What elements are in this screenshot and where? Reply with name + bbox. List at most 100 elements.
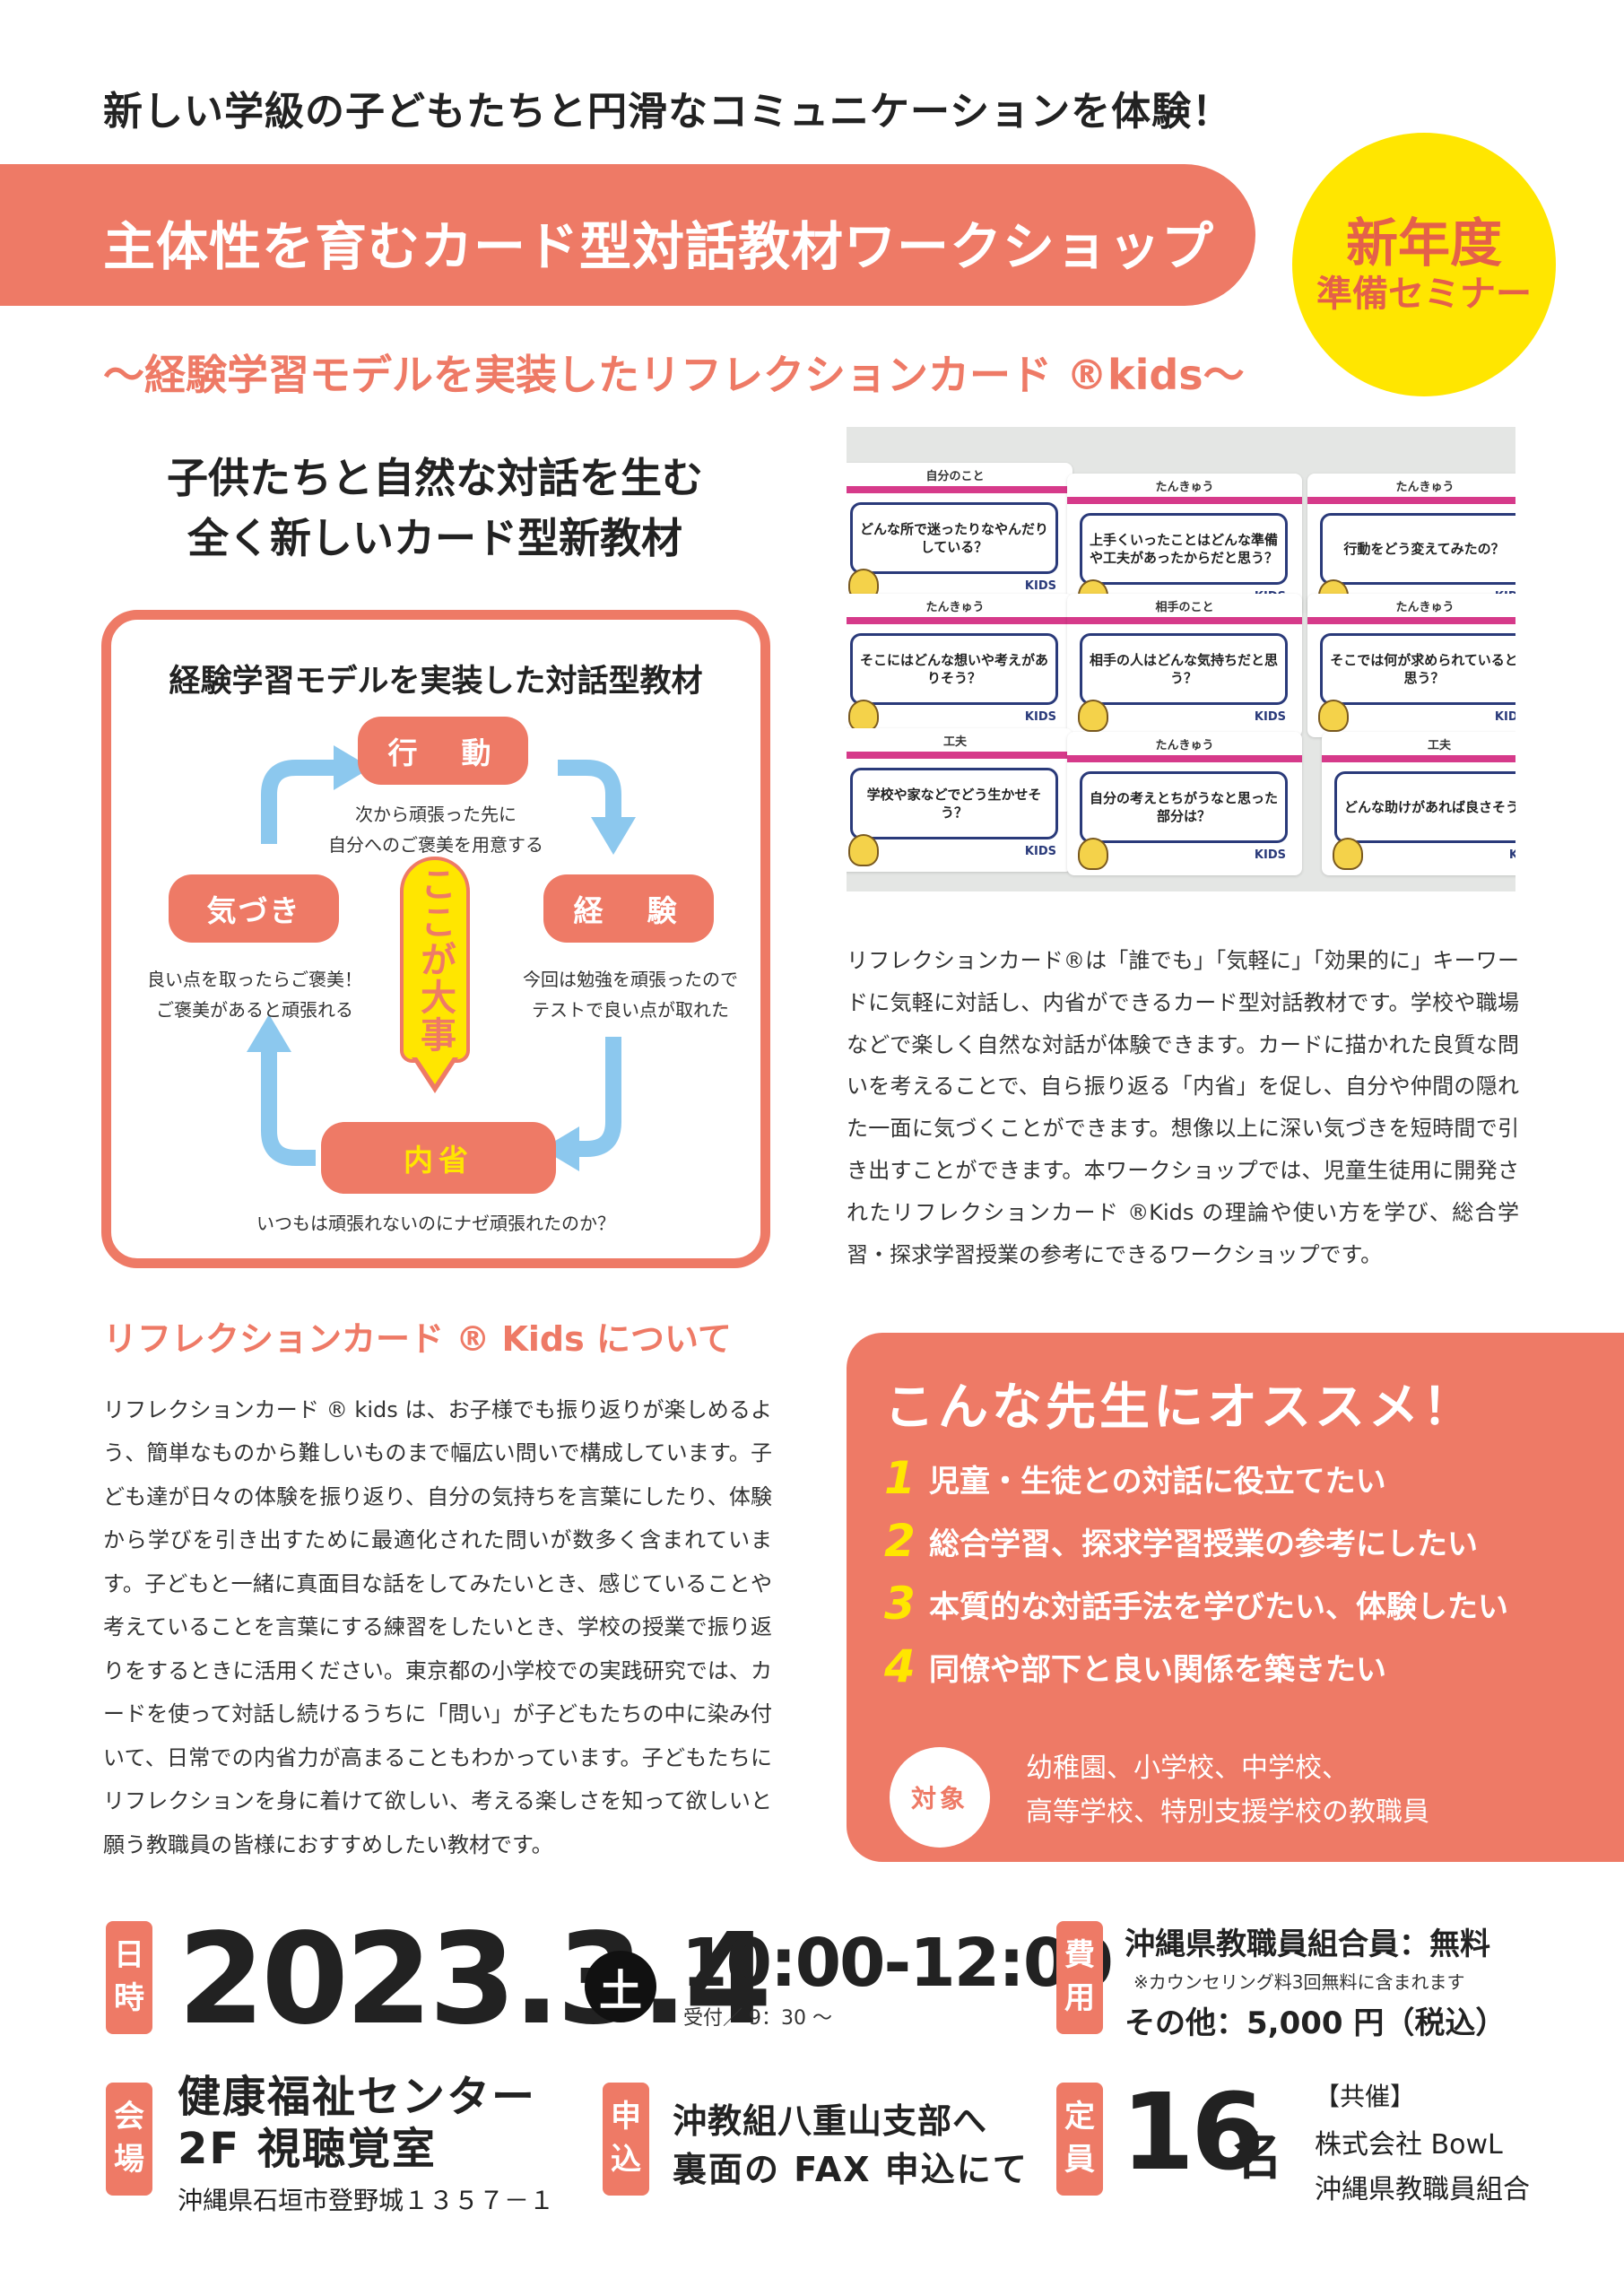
card-logo: KIDS xyxy=(1024,579,1056,593)
stage-experience: 経 験 xyxy=(543,874,714,943)
venue-label-char1: 会 xyxy=(114,2099,144,2135)
card-logo: KIDS xyxy=(1254,848,1286,862)
stage-action: 行 動 xyxy=(358,717,528,785)
card-question: 相手の人はどんな気持ちだと思う？ xyxy=(1080,633,1288,705)
seminar-badge: 新年度 準備セミナー xyxy=(1292,133,1556,396)
apply-line1: 沖教組八重山支部へ xyxy=(673,2101,988,2141)
card-logo: KIDS xyxy=(1494,710,1515,724)
day-of-week: 土 xyxy=(585,1951,656,2022)
badge-line2: 準備セミナー xyxy=(1316,274,1532,316)
capacity-label-char2: 員 xyxy=(1064,2142,1095,2178)
reception-time: 受付／ 9：30 〜 xyxy=(683,2007,832,2030)
venue-label: 会 場 xyxy=(106,2083,152,2196)
fee-member: 沖縄県教職員組合員：無料 xyxy=(1125,1926,1490,1962)
capacity-label: 定 員 xyxy=(1056,2083,1103,2196)
recommend-number: 1 xyxy=(884,1452,916,1504)
recommend-number: 2 xyxy=(884,1515,916,1567)
awareness-note: 良い点を取ったらご褒美！ ご褒美があると頑張れる xyxy=(129,964,380,1025)
photo-card: 自分のこと どんな所で迷ったりなやんだりしている？ KIDS xyxy=(847,463,1073,606)
badge-line1: 新年度 xyxy=(1345,212,1502,274)
capacity-label-char1: 定 xyxy=(1064,2099,1095,2135)
target-line2: 高等学校、特別支援学校の教職員 xyxy=(1026,1796,1429,1828)
recommend-text: 児童・生徒との対話に役立てたい xyxy=(929,1463,1386,1500)
title-band xyxy=(0,164,1255,306)
fee-other: その他：5,000 円（税込） xyxy=(1125,2005,1507,2041)
mascot-icon xyxy=(1318,700,1349,732)
tagline: 新しい学級の子どもたちと円滑なコミュニケーションを体験！ xyxy=(103,89,1233,135)
card-header: たんきゅう xyxy=(1395,481,1455,494)
card-header: 相手のこと xyxy=(1155,601,1214,614)
cycle-arrows xyxy=(247,745,636,1171)
card-question: そこでは何が求められていると思う？ xyxy=(1320,633,1515,705)
mascot-icon xyxy=(1078,838,1108,870)
recommend-item: 3 本質的な対話手法を学びたい、体験したい xyxy=(884,1575,1508,1632)
card-header: 工夫 xyxy=(942,735,967,749)
fee-label-char1: 費 xyxy=(1064,1937,1095,1974)
fee-label-char2: 用 xyxy=(1064,1980,1095,2016)
card-logo: KIDS xyxy=(1254,710,1286,724)
target-audience: 幼稚園、小学校、中学校、 高等学校、特別支援学校の教職員 xyxy=(1026,1747,1429,1834)
card-header: 工夫 xyxy=(1427,739,1451,752)
experience-note: 今回は勉強を頑張ったので テストで良い点が取れた xyxy=(509,964,751,1025)
venue-name: 健康福祉センター xyxy=(178,2072,537,2122)
lead-line1: 子供たちと自然な対話を生む xyxy=(167,454,703,502)
subtitle: 〜経験学習モデルを実装したリフレクションカード ®kids〜 xyxy=(103,351,1245,399)
key-point-arrow-inner xyxy=(417,1057,453,1084)
photo-card: たんきゅう 上手くいったことはどんな準備や工夫があったからだと思う？ KIDS xyxy=(1067,474,1302,617)
action-note-line1: 次から頑張った先に xyxy=(355,804,517,825)
card-header: たんきゅう xyxy=(925,601,985,614)
arrow-experience-to-reflection xyxy=(578,1037,621,1157)
kids-section-text: リフレクションカード ® kids は、お子様でも振り返りが楽しめるよう、簡単な… xyxy=(103,1397,772,1857)
mascot-icon xyxy=(1333,838,1363,870)
arrow-awareness-to-action xyxy=(261,760,335,844)
event-date: 2023.3.4 xyxy=(178,1907,772,2053)
recommendation-box: こんな先生にオススメ！ 1 児童・生徒との対話に役立てたい 2 総合学習、探求学… xyxy=(847,1333,1624,1862)
arrowhead-4 xyxy=(247,1014,291,1052)
action-note-line2: 自分へのご褒美を用意する xyxy=(328,834,543,856)
apply-label: 申 込 xyxy=(603,2083,649,2196)
about-description: リフレクションカード®は「誰でも」「気軽に」「効果的に」キーワードに気軽に対話し… xyxy=(847,948,1519,1267)
recommend-item: 2 総合学習、探求学習授業の参考にしたい xyxy=(884,1512,1478,1570)
photo-card: 工夫 どんな助けがあれば良さそう？ KIDS xyxy=(1322,732,1515,875)
venue-label-char2: 場 xyxy=(114,2142,144,2178)
capacity-unit: 名 xyxy=(1232,2128,1282,2187)
photo-card: たんきゅう 行動をどう変えてみたの？ KIDS xyxy=(1307,474,1515,617)
mascot-icon xyxy=(848,834,879,866)
sponsor-2: 沖縄県教職員組合 xyxy=(1315,2174,1530,2205)
card-question: 上手くいったことはどんな準備や工夫があったからだと思う？ xyxy=(1080,513,1288,585)
kids-section-heading: リフレクションカード ® Kids について xyxy=(103,1319,732,1359)
date-label-char1: 日 xyxy=(114,1937,144,1974)
photo-card: たんきゅう 自分の考えとちがうなと思った部分は？ KIDS xyxy=(1067,732,1302,875)
recommend-item: 1 児童・生徒との対話に役立てたい xyxy=(884,1449,1386,1507)
card-logo: KIDS xyxy=(1024,710,1056,724)
recommend-item: 4 同僚や部下と良い関係を築きたい xyxy=(884,1638,1386,1695)
photo-card: たんきゅう そこでは何が求められていると思う？ KIDS xyxy=(1307,594,1515,737)
card-logo: KIDS xyxy=(1508,848,1515,862)
card-question: 行動をどう変えてみたの？ xyxy=(1320,513,1515,585)
card-header: たんきゅう xyxy=(1155,739,1214,752)
recommend-text: 同僚や部下と良い関係を築きたい xyxy=(929,1651,1386,1688)
action-note: 次から頑張った先に 自分へのご褒美を用意する xyxy=(246,799,626,860)
card-question: 自分の考えとちがうなと思った部分は？ xyxy=(1080,771,1288,843)
apply-label-char2: 込 xyxy=(611,2142,641,2178)
card-question: そこにはどんな想いや考えがありそう？ xyxy=(850,633,1058,705)
fee-note: ※カウンセリング料3回無料に含まれます xyxy=(1133,1971,1465,1993)
venue-room: 2F 視聴覚室 xyxy=(178,2124,437,2174)
arrowhead-3 xyxy=(542,1126,579,1171)
card-header: たんきゅう xyxy=(1155,481,1214,494)
card-question: どんな助けがあれば良さそう？ xyxy=(1334,771,1515,843)
awareness-note-line2: ご褒美があると頑張れる xyxy=(156,999,353,1021)
diagram-title: 経験学習モデルを実装した対話型教材 xyxy=(169,664,703,700)
fee-label: 費 用 xyxy=(1056,1921,1103,2034)
date-label-char2: 時 xyxy=(114,1980,144,2016)
recommend-number: 4 xyxy=(884,1640,916,1692)
mascot-icon xyxy=(1078,700,1108,732)
event-time: 10:00-12:00 xyxy=(682,1925,1114,2002)
apply-label-char1: 申 xyxy=(611,2099,641,2135)
sponsor-1: 株式会社 BowL xyxy=(1315,2129,1503,2161)
reflection-cards-photo: 自分のこと どんな所で迷ったりなやんだりしている？ KIDS たんきゅう 上手く… xyxy=(847,427,1515,891)
card-question: 学校や家などでどう生かせそう？ xyxy=(850,768,1058,839)
photo-card: たんきゅう そこにはどんな想いや考えがありそう？ KIDS xyxy=(847,594,1073,737)
target-label: 対象 xyxy=(890,1747,990,1848)
stage-awareness: 気づき xyxy=(169,874,339,943)
